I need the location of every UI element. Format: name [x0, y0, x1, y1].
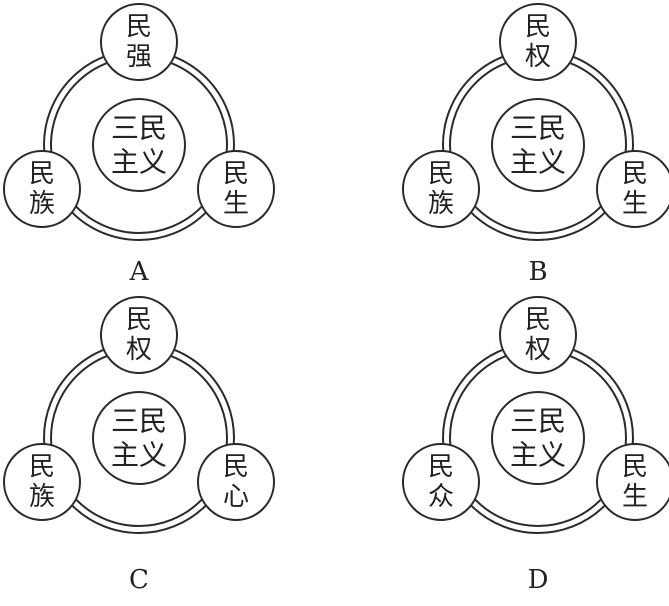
center-circle: [491, 98, 585, 192]
center-text-line-1: 三民: [111, 405, 167, 438]
node-left-circle: [3, 150, 81, 228]
node-top-text-line-1: 民: [126, 12, 152, 42]
center-text-line-2: 主义: [111, 146, 167, 179]
node-right-text-line-2: 生: [622, 189, 648, 219]
node-top-circle: [100, 296, 178, 374]
node-right-text-line-1: 民: [223, 159, 249, 189]
node-left-text-line-1: 民: [29, 159, 55, 189]
node-right-circle: [596, 443, 669, 521]
center-text-line-1: 三民: [111, 112, 167, 145]
center-text-line-1: 三民: [510, 112, 566, 145]
node-left-circle: [402, 150, 480, 228]
node-left-text-line-2: 族: [29, 189, 55, 219]
option-label: A: [129, 257, 150, 287]
node-top-circle: [100, 3, 178, 81]
node-left-text-line-2: 众: [428, 482, 454, 512]
node-right-text-line-2: 生: [622, 482, 648, 512]
node-top-text-line-2: 强: [126, 42, 152, 72]
node-top-text-line-2: 权: [126, 335, 152, 365]
center-circle: [491, 391, 585, 485]
node-left-circle: [402, 443, 480, 521]
node-right-text-line-2: 生: [223, 189, 249, 219]
center-text-line-2: 主义: [111, 439, 167, 472]
option-label: D: [528, 565, 549, 595]
option-label: B: [528, 257, 547, 287]
node-right-text-line-1: 民: [622, 159, 648, 189]
node-left-text-line-1: 民: [29, 452, 55, 482]
center-circle: [92, 391, 186, 485]
center-text-line-2: 主义: [510, 146, 566, 179]
node-right-circle: [197, 443, 275, 521]
node-right-text-line-1: 民: [622, 452, 648, 482]
center-circle: [92, 98, 186, 192]
center-text-line-1: 三民: [510, 405, 566, 438]
node-left-text-line-1: 民: [428, 159, 454, 189]
node-top-text-line-2: 权: [525, 42, 551, 72]
node-top-text-line-1: 民: [525, 12, 551, 42]
node-top-text-line-2: 权: [525, 335, 551, 365]
node-top-text-line-1: 民: [525, 305, 551, 335]
node-right-text-line-1: 民: [223, 452, 249, 482]
node-top-circle: [499, 296, 577, 374]
node-left-circle: [3, 443, 81, 521]
node-top-circle: [499, 3, 577, 81]
node-right-circle: [596, 150, 669, 228]
node-left-text-line-1: 民: [428, 452, 454, 482]
node-right-circle: [197, 150, 275, 228]
option-label: C: [129, 565, 149, 595]
node-left-text-line-2: 族: [428, 189, 454, 219]
node-right-text-line-2: 心: [223, 482, 249, 512]
node-left-text-line-2: 族: [29, 482, 55, 512]
node-top-text-line-1: 民: [126, 305, 152, 335]
center-text-line-2: 主义: [510, 439, 566, 472]
